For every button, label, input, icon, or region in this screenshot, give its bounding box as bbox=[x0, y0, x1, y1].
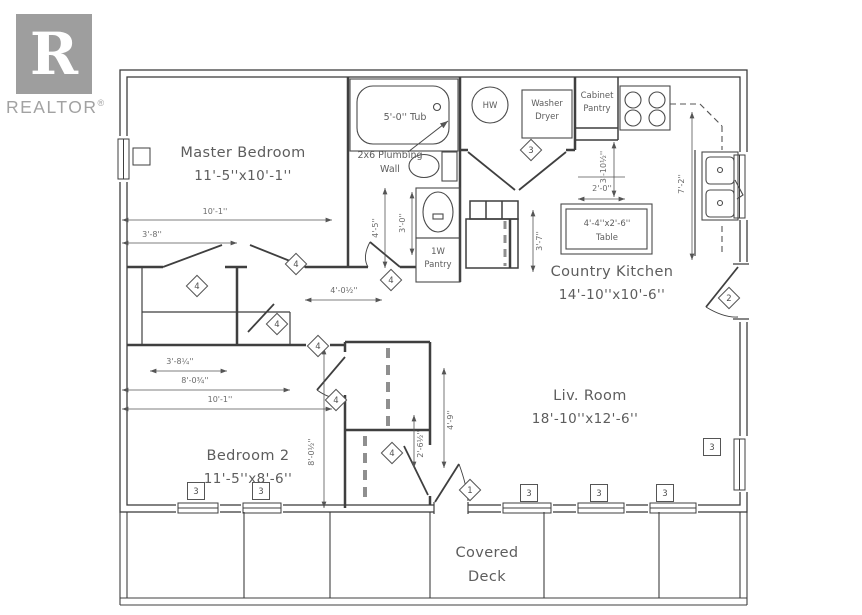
room-label-covered-deck-1: Covered bbox=[455, 545, 518, 561]
side-entry-door-swing bbox=[705, 306, 739, 318]
washer-dryer-box bbox=[521, 89, 573, 139]
dim-label: 3'-10½'' bbox=[599, 151, 608, 184]
table-label: Table bbox=[595, 233, 618, 243]
bedroom2-window-2 bbox=[242, 502, 282, 514]
door-tag: 1 bbox=[467, 486, 472, 496]
deck-entry-door bbox=[434, 463, 460, 503]
hall-closet-door bbox=[247, 303, 275, 333]
living-room-window-2 bbox=[577, 502, 625, 514]
vanity-sink bbox=[415, 187, 461, 239]
hall-pantry-label-1: 1W bbox=[431, 247, 445, 257]
window-tag: 3 bbox=[596, 489, 601, 499]
dim-label: 2'-0'' bbox=[592, 184, 612, 193]
room-label-bedroom2: Bedroom 2 bbox=[206, 448, 289, 464]
toilet bbox=[408, 151, 458, 182]
room-size-bedroom2: 11'-5''x8'-6'' bbox=[204, 471, 293, 487]
dim-label: 2'-6½'' bbox=[416, 430, 425, 457]
cabinet-pantry-label-2: Pantry bbox=[583, 104, 610, 114]
room-label-master-bedroom: Master Bedroom bbox=[180, 145, 305, 161]
room-size-country-kitchen: 14'-10''x10'-6'' bbox=[559, 287, 666, 303]
hall-pantry-box bbox=[415, 237, 461, 283]
realtor-brand: REALTOR bbox=[6, 97, 98, 117]
text-labels: Master Bedroom 11'-5''x10'-1'' Bedroom 2… bbox=[142, 91, 686, 585]
registered-mark: ® bbox=[97, 98, 105, 109]
door-tag: 4 bbox=[274, 320, 279, 330]
door-tag: 4 bbox=[194, 282, 199, 292]
side-entry-door bbox=[705, 266, 739, 308]
water-heater-label: HW bbox=[483, 101, 498, 111]
room-size-living-room: 18'-10''x12'-6'' bbox=[532, 411, 639, 427]
deck-structure bbox=[119, 512, 748, 606]
plumbing-wall-label-1: 2x6 Plumbing bbox=[357, 150, 422, 161]
realtor-logo-text: REALTOR® bbox=[6, 97, 118, 118]
table-size-label: 4'-4''x2'-6'' bbox=[584, 219, 631, 229]
hall-pantry-label-2: Pantry bbox=[424, 260, 451, 270]
closet-shelving bbox=[363, 103, 723, 503]
room-label-covered-deck-2: Deck bbox=[468, 569, 506, 585]
realtor-logo-letter: R bbox=[29, 20, 79, 88]
room-size-master-bedroom: 11'-5''x10'-1'' bbox=[194, 168, 292, 184]
laundry-door-right bbox=[518, 151, 567, 191]
door-tag: 4 bbox=[293, 260, 298, 270]
windows bbox=[117, 138, 746, 514]
dim-label: 10'-1'' bbox=[203, 207, 228, 216]
window-tag: 3 bbox=[526, 489, 531, 499]
dim-label: 3'-0'' bbox=[398, 213, 407, 233]
cabinet-pantry-label-1: Cabinet bbox=[581, 91, 615, 101]
bedroom2-window-1 bbox=[177, 502, 219, 514]
dimension-lines bbox=[122, 112, 695, 508]
living-room-window-1 bbox=[502, 502, 552, 514]
room-label-living-room: Liv. Room bbox=[553, 388, 627, 404]
tub-label: 5'-0'' Tub bbox=[384, 112, 427, 123]
door-tags: 4 4 4 4 4 4 4 3 2 1 bbox=[185, 138, 741, 502]
bedroom2-closet-door bbox=[403, 445, 429, 496]
realtor-logo: R REALTOR® bbox=[6, 14, 118, 118]
dryer-label: Dryer bbox=[535, 112, 559, 122]
door-tag: 4 bbox=[333, 396, 338, 406]
bath-door-swing bbox=[365, 241, 371, 268]
wall-vent-symbol bbox=[132, 147, 151, 166]
window-tag: 3 bbox=[258, 487, 263, 497]
dim-label: 3'-7'' bbox=[535, 231, 544, 251]
washer-label: Washer bbox=[531, 99, 563, 109]
water-heater bbox=[471, 86, 509, 124]
dim-label: 4'-5'' bbox=[371, 218, 380, 238]
laundry-door-left bbox=[467, 151, 516, 191]
dim-label: 3'-8¼'' bbox=[166, 357, 193, 366]
doors bbox=[162, 151, 749, 514]
room-label-country-kitchen: Country Kitchen bbox=[551, 264, 674, 280]
window-tags: 3 3 3 3 3 3 bbox=[187, 438, 721, 502]
window-tag: 3 bbox=[193, 487, 198, 497]
door-tag: 3 bbox=[528, 146, 533, 156]
dim-label: 8'-0¾'' bbox=[181, 376, 208, 385]
living-room-window-3 bbox=[649, 502, 697, 514]
door-tag: 4 bbox=[388, 276, 393, 286]
kitchen-counter-dashed bbox=[670, 103, 723, 254]
window-tag: 3 bbox=[662, 489, 667, 499]
plumbing-wall-arrow bbox=[407, 120, 449, 153]
door-tag: 2 bbox=[726, 294, 731, 304]
dim-label: 4'-9'' bbox=[446, 410, 455, 430]
living-room-side-window bbox=[733, 438, 746, 491]
dim-label: 4'-0½'' bbox=[330, 286, 357, 295]
fixtures bbox=[349, 78, 744, 283]
door-tag: 4 bbox=[315, 342, 320, 352]
master-closet-door-left bbox=[162, 244, 223, 268]
plumbing-wall-label-2: Wall bbox=[380, 164, 400, 175]
kitchen-sink-window bbox=[733, 154, 746, 219]
stove bbox=[619, 85, 671, 131]
dim-label: 10'-1'' bbox=[208, 395, 233, 404]
realtor-logo-mark: R bbox=[16, 14, 92, 94]
kitchen-table bbox=[560, 203, 653, 255]
bedroom2-door bbox=[316, 356, 346, 391]
window-tag: 3 bbox=[709, 443, 714, 453]
kitchen-double-sink bbox=[701, 151, 744, 221]
dim-label: 8'-0½'' bbox=[307, 438, 316, 465]
dim-label: 3'-8'' bbox=[142, 230, 162, 239]
master-bedroom-window bbox=[117, 138, 130, 180]
dim-label: 7'-2'' bbox=[677, 174, 686, 194]
door-tag: 4 bbox=[389, 449, 394, 459]
